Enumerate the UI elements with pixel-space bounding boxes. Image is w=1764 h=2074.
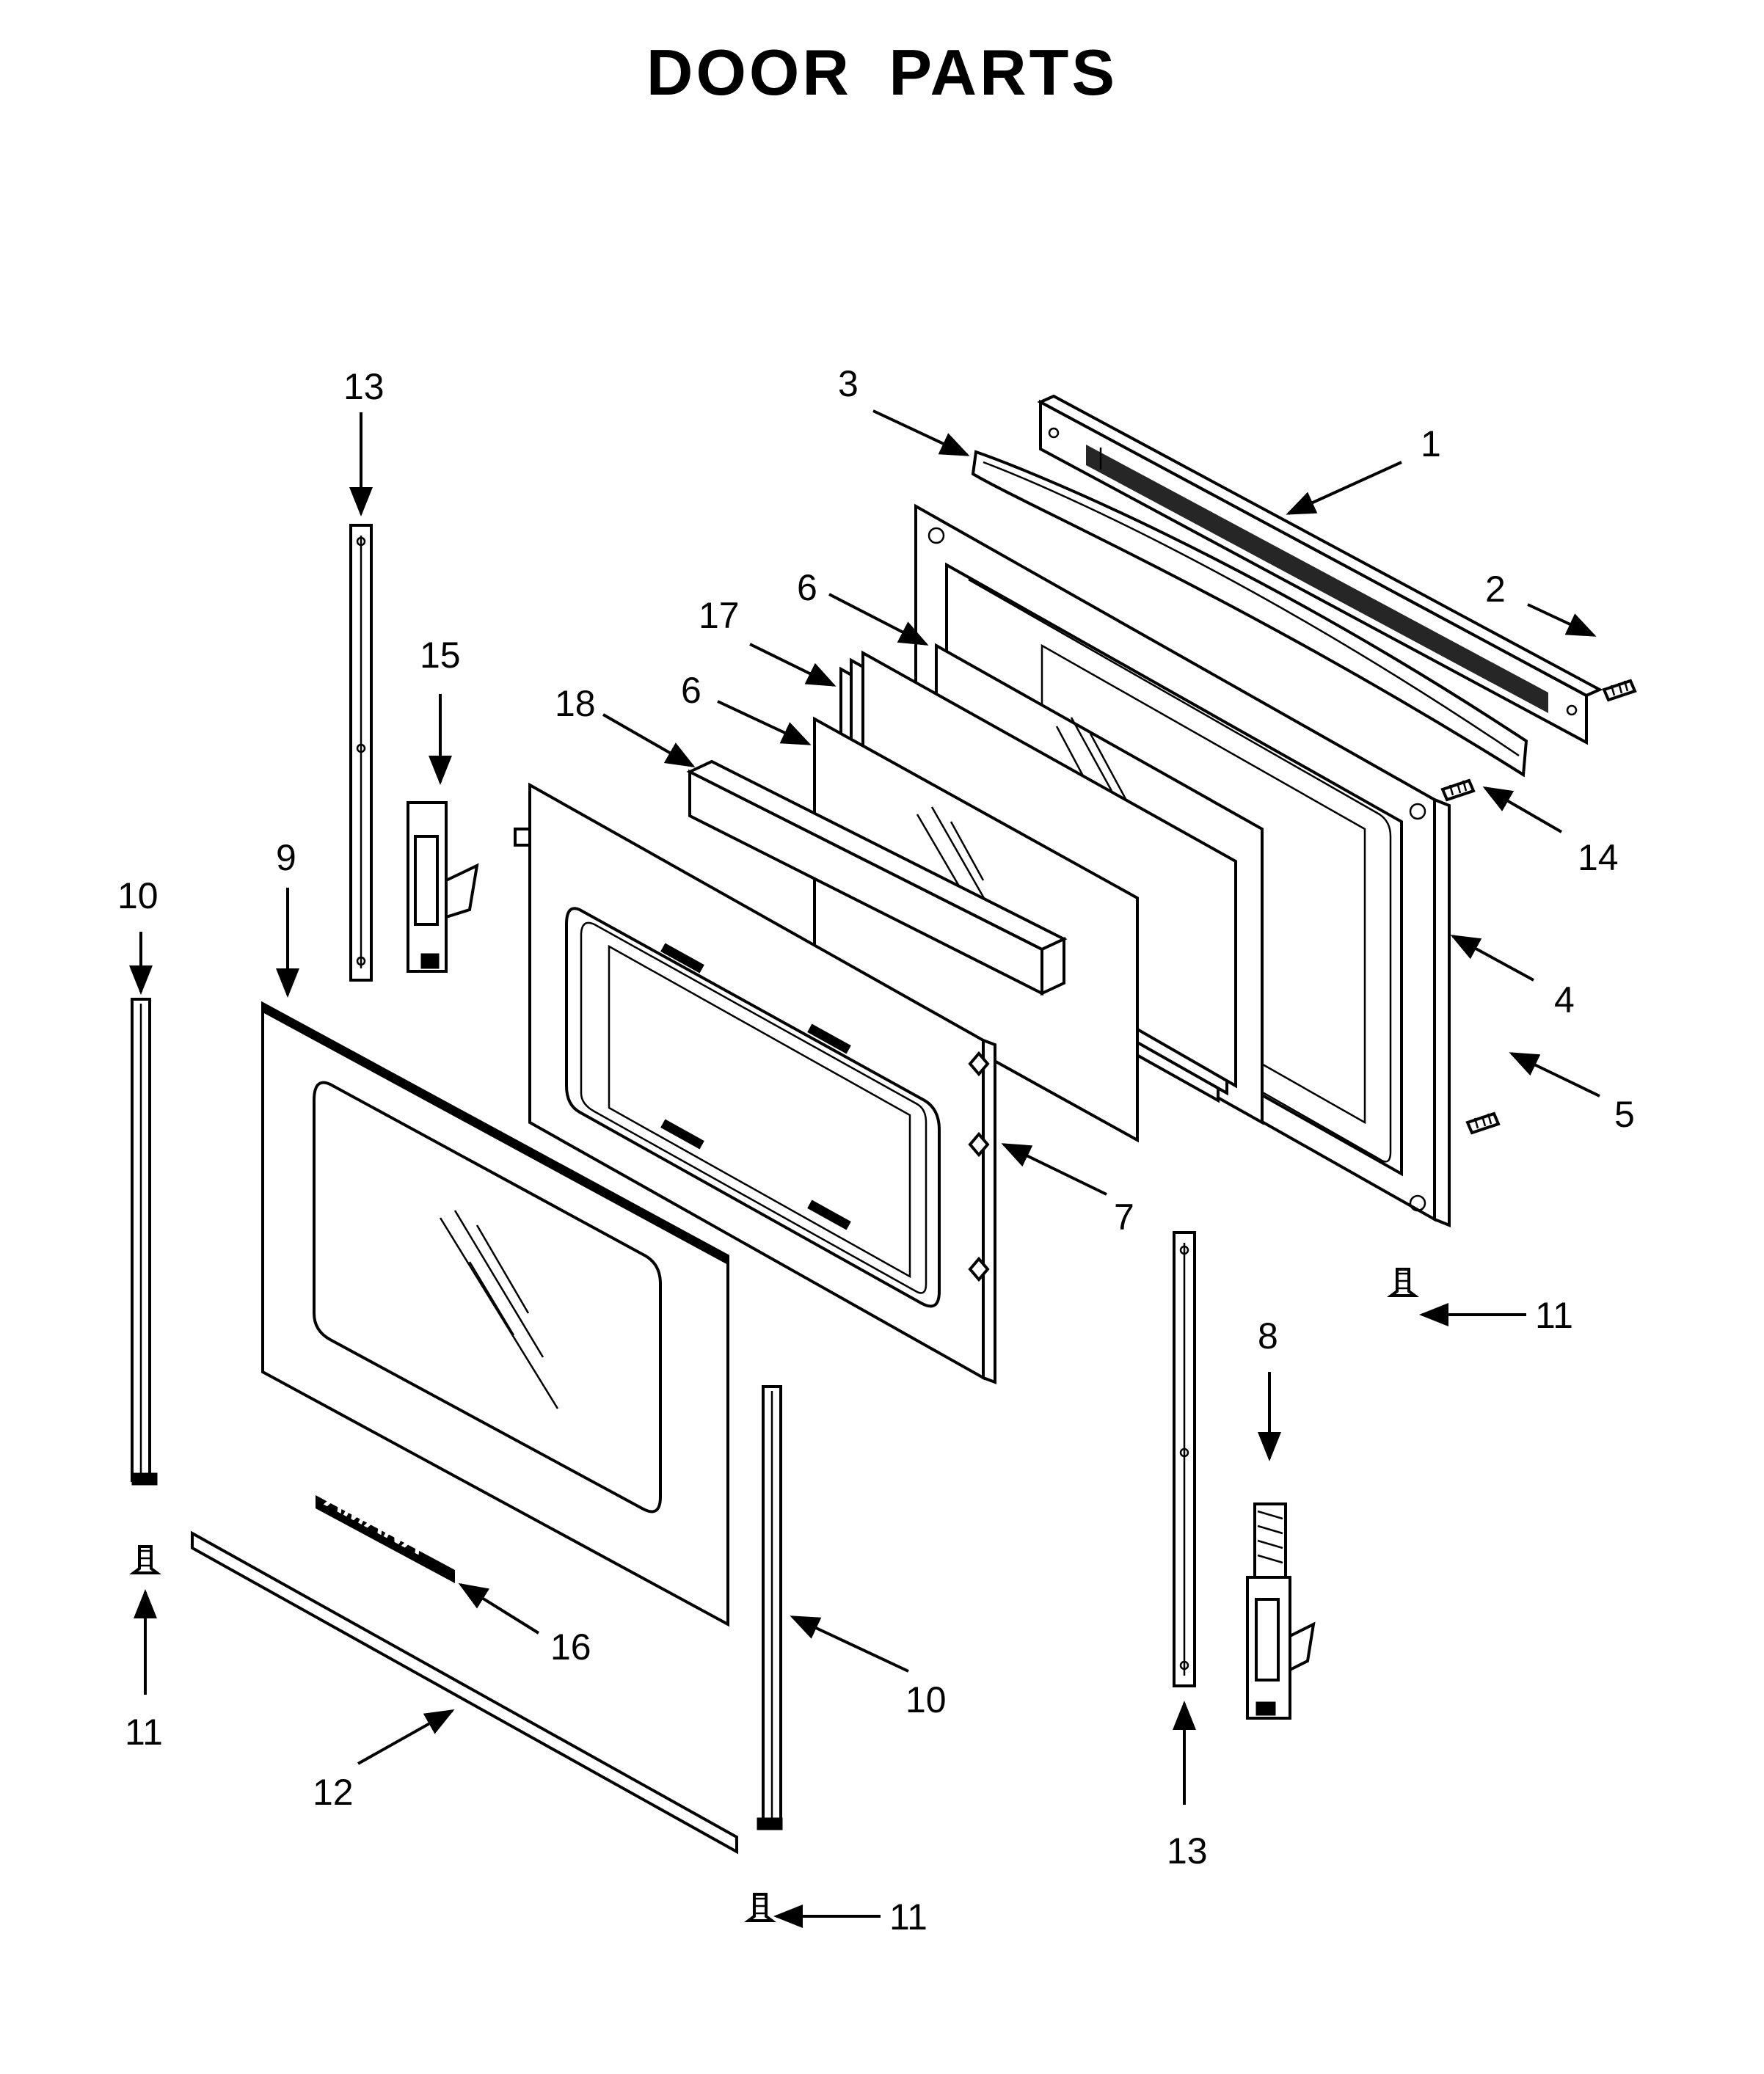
left-hinge — [407, 801, 479, 973]
top-vent-trim — [1037, 394, 1603, 745]
brand-badge: AMANA — [316, 1481, 455, 1583]
screw-11-right — [1387, 1268, 1419, 1297]
callout-numbers: 1 2 3 4 5 6 6 7 8 9 10 10 11 11 11 12 13… — [117, 363, 1635, 1938]
callout-8: 8 — [1258, 1315, 1278, 1357]
diagram-title: DOOR PARTS — [646, 36, 1118, 109]
screw-11-left — [129, 1545, 161, 1574]
callout-6a: 6 — [797, 567, 817, 608]
right-hinge-channel — [1173, 1231, 1196, 1687]
callout-13b: 13 — [1167, 1830, 1208, 1872]
bottom-trim-strip — [191, 1530, 738, 1855]
screw-11-bottom — [744, 1893, 776, 1922]
callout-9: 9 — [276, 837, 296, 878]
callout-18: 18 — [555, 683, 596, 724]
screw-14 — [1440, 778, 1476, 802]
callout-15: 15 — [420, 635, 461, 676]
callout-2: 2 — [1485, 569, 1506, 610]
leader-lines — [129, 409, 1600, 1928]
callout-12: 12 — [313, 1772, 354, 1813]
callout-3: 3 — [838, 363, 859, 404]
callout-11b: 11 — [125, 1712, 163, 1753]
screw-5 — [1465, 1111, 1501, 1135]
right-hinge — [1246, 1502, 1316, 1720]
callout-14: 14 — [1578, 837, 1619, 878]
callout-4: 4 — [1554, 979, 1575, 1020]
right-side-trim — [757, 1385, 783, 1830]
callout-1: 1 — [1421, 423, 1441, 464]
callout-6b: 6 — [681, 670, 701, 711]
callout-11c: 11 — [889, 1896, 927, 1938]
left-side-trim — [131, 998, 158, 1486]
left-hinge-channel — [349, 524, 373, 982]
callout-10a: 10 — [117, 875, 158, 916]
callout-13a: 13 — [343, 366, 384, 407]
callout-5: 5 — [1614, 1094, 1635, 1135]
callout-10b: 10 — [905, 1679, 947, 1720]
outer-door-panel — [261, 1001, 729, 1627]
screw-2 — [1602, 679, 1637, 702]
svg-text:AMANA: AMANA — [320, 1481, 431, 1561]
insulation-block — [686, 759, 1068, 996]
curved-trim — [971, 450, 1528, 778]
door-liner — [514, 782, 996, 1384]
callout-7: 7 — [1114, 1197, 1134, 1238]
callout-16: 16 — [550, 1626, 591, 1668]
callout-11a: 11 — [1535, 1295, 1573, 1336]
callout-17: 17 — [699, 595, 740, 636]
